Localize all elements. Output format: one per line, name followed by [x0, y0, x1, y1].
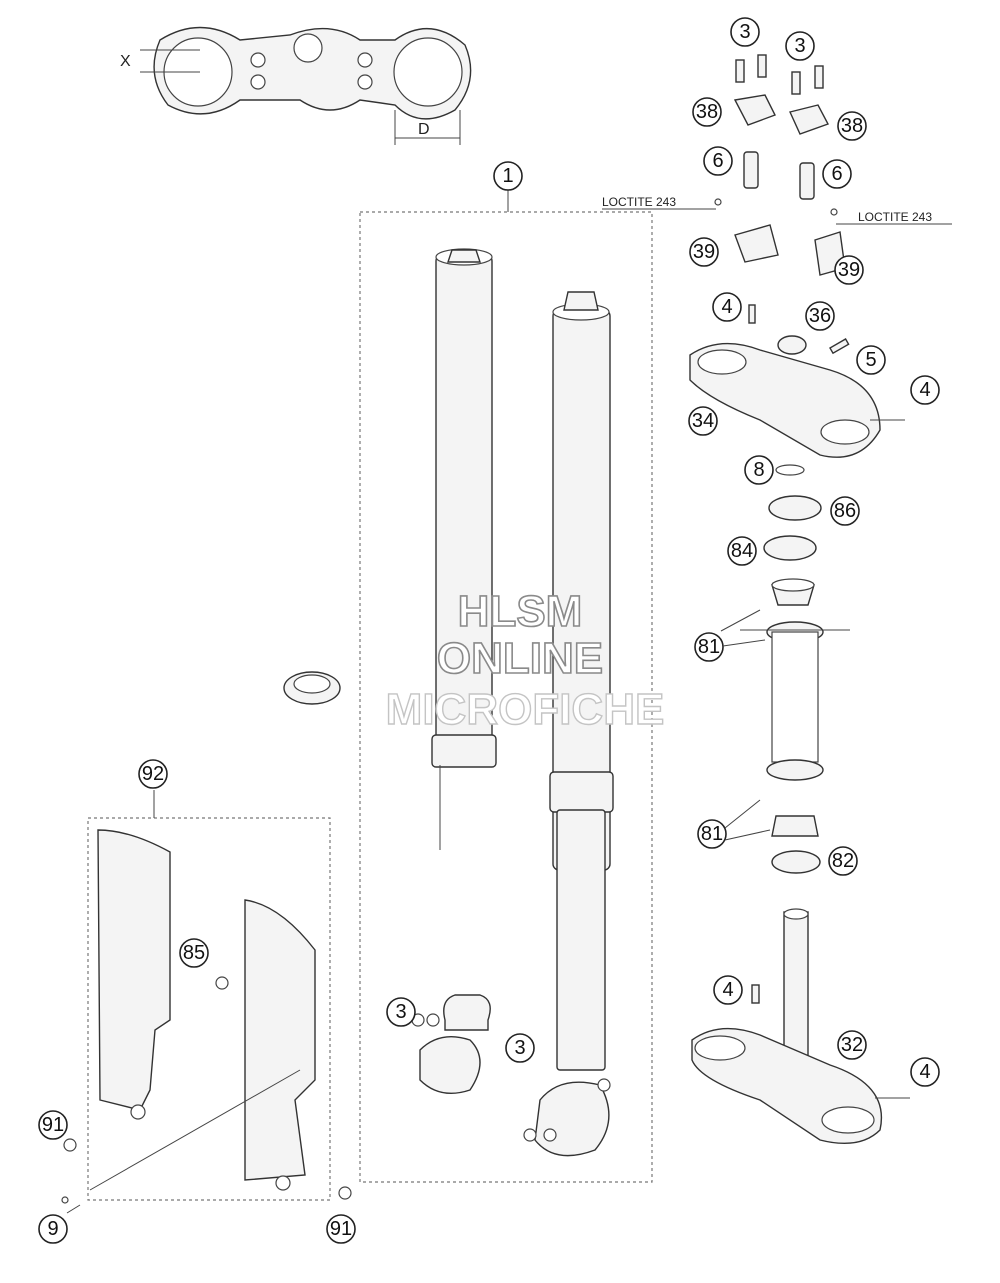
svg-text:39: 39	[693, 241, 715, 263]
callout-82[interactable]: 82	[828, 846, 858, 876]
loctite-label-left: LOCTITE 243	[602, 195, 676, 209]
right-fork-leg-drawing	[523, 291, 614, 1157]
fork-assembly-frame	[359, 211, 653, 1183]
svg-text:4: 4	[722, 979, 733, 1001]
svg-text:38: 38	[696, 101, 718, 123]
upper-triple-clamp-exploded-drawing	[689, 304, 905, 458]
loctite-label-right: LOCTITE 243	[858, 210, 932, 224]
loose-bearing-ring-drawing	[283, 671, 341, 705]
upper-triple-clamp-drawing	[140, 26, 472, 145]
svg-text:81: 81	[698, 636, 720, 658]
callout-91-left[interactable]: 91	[38, 1110, 68, 1140]
svg-text:39: 39	[838, 259, 860, 281]
svg-text:32: 32	[841, 1034, 863, 1056]
svg-text:4: 4	[919, 379, 930, 401]
fork-guards-drawing	[61, 829, 352, 1204]
callout-1[interactable]: 1	[493, 161, 523, 191]
svg-text:91: 91	[330, 1218, 352, 1240]
svg-text:86: 86	[834, 500, 856, 522]
svg-text:4: 4	[721, 296, 732, 318]
watermark-line-2: ONLINE	[437, 634, 603, 683]
svg-text:36: 36	[809, 305, 831, 327]
left-fork-leg-drawing	[411, 248, 497, 1094]
svg-text:3: 3	[794, 35, 805, 57]
svg-text:9: 9	[47, 1218, 58, 1240]
dimension-d-label: D	[418, 121, 430, 138]
steering-bearing-stack-drawing	[740, 464, 850, 874]
svg-text:91: 91	[42, 1114, 64, 1136]
callout-6-left[interactable]: 6	[703, 146, 733, 176]
callout-86[interactable]: 86	[830, 496, 860, 526]
callout-leaders	[66, 609, 771, 1214]
callout-85[interactable]: 85	[179, 938, 209, 968]
callout-3-top-left[interactable]: 3	[730, 17, 760, 47]
callout-9[interactable]: 9	[38, 1214, 68, 1244]
callout-5[interactable]: 5	[856, 345, 886, 375]
svg-text:38: 38	[841, 115, 863, 137]
callout-92[interactable]: 92	[138, 759, 168, 789]
svg-text:5: 5	[865, 349, 876, 371]
svg-text:1: 1	[502, 165, 513, 187]
callout-91-right[interactable]: 91	[326, 1214, 356, 1244]
callout-3-top-right[interactable]: 3	[785, 31, 815, 61]
svg-text:92: 92	[142, 763, 164, 785]
callout-39-right[interactable]: 39	[834, 255, 864, 285]
callout-4-upper-clamp-bolt[interactable]: 4	[712, 292, 742, 322]
dimension-x-label: X	[120, 53, 131, 70]
callout-38-right[interactable]: 38	[837, 111, 867, 141]
callout-36[interactable]: 36	[805, 301, 835, 331]
svg-text:6: 6	[831, 163, 842, 185]
callout-34[interactable]: 34	[688, 406, 718, 436]
svg-text:3: 3	[739, 21, 750, 43]
svg-text:4: 4	[919, 1061, 930, 1083]
callout-81-lower[interactable]: 81	[697, 819, 727, 849]
callout-8[interactable]: 8	[744, 455, 774, 485]
callout-3-right-axle-clamp[interactable]: 3	[505, 1033, 535, 1063]
svg-text:3: 3	[395, 1001, 406, 1023]
watermark-line-1: HLSM	[458, 587, 583, 636]
svg-text:6: 6	[712, 150, 723, 172]
callout-4-upper-clamp-side[interactable]: 4	[910, 375, 940, 405]
callout-81-upper[interactable]: 81	[694, 632, 724, 662]
svg-text:85: 85	[183, 942, 205, 964]
fork-guard-frame	[87, 817, 331, 1201]
svg-text:8: 8	[753, 459, 764, 481]
callout-84[interactable]: 84	[727, 536, 757, 566]
svg-text:82: 82	[832, 850, 854, 872]
callout-3-left-axle-clamp[interactable]: 3	[386, 997, 416, 1027]
watermark-line-3: MICROFICHE	[386, 685, 665, 734]
callout-4-lower-clamp-side[interactable]: 4	[910, 1057, 940, 1087]
svg-text:84: 84	[731, 540, 753, 562]
lower-triple-clamp-drawing	[691, 908, 910, 1145]
callout-32[interactable]: 32	[837, 1030, 867, 1060]
svg-text:3: 3	[514, 1037, 525, 1059]
callout-4-lower-clamp-bolt[interactable]: 4	[713, 975, 743, 1005]
svg-text:34: 34	[692, 410, 714, 432]
callout-39-left[interactable]: 39	[689, 237, 719, 267]
svg-text:81: 81	[701, 823, 723, 845]
callout-38-left[interactable]: 38	[692, 97, 722, 127]
watermark: HLSM ONLINE MICROFICHE	[385, 586, 665, 735]
callout-6-right[interactable]: 6	[822, 159, 852, 189]
